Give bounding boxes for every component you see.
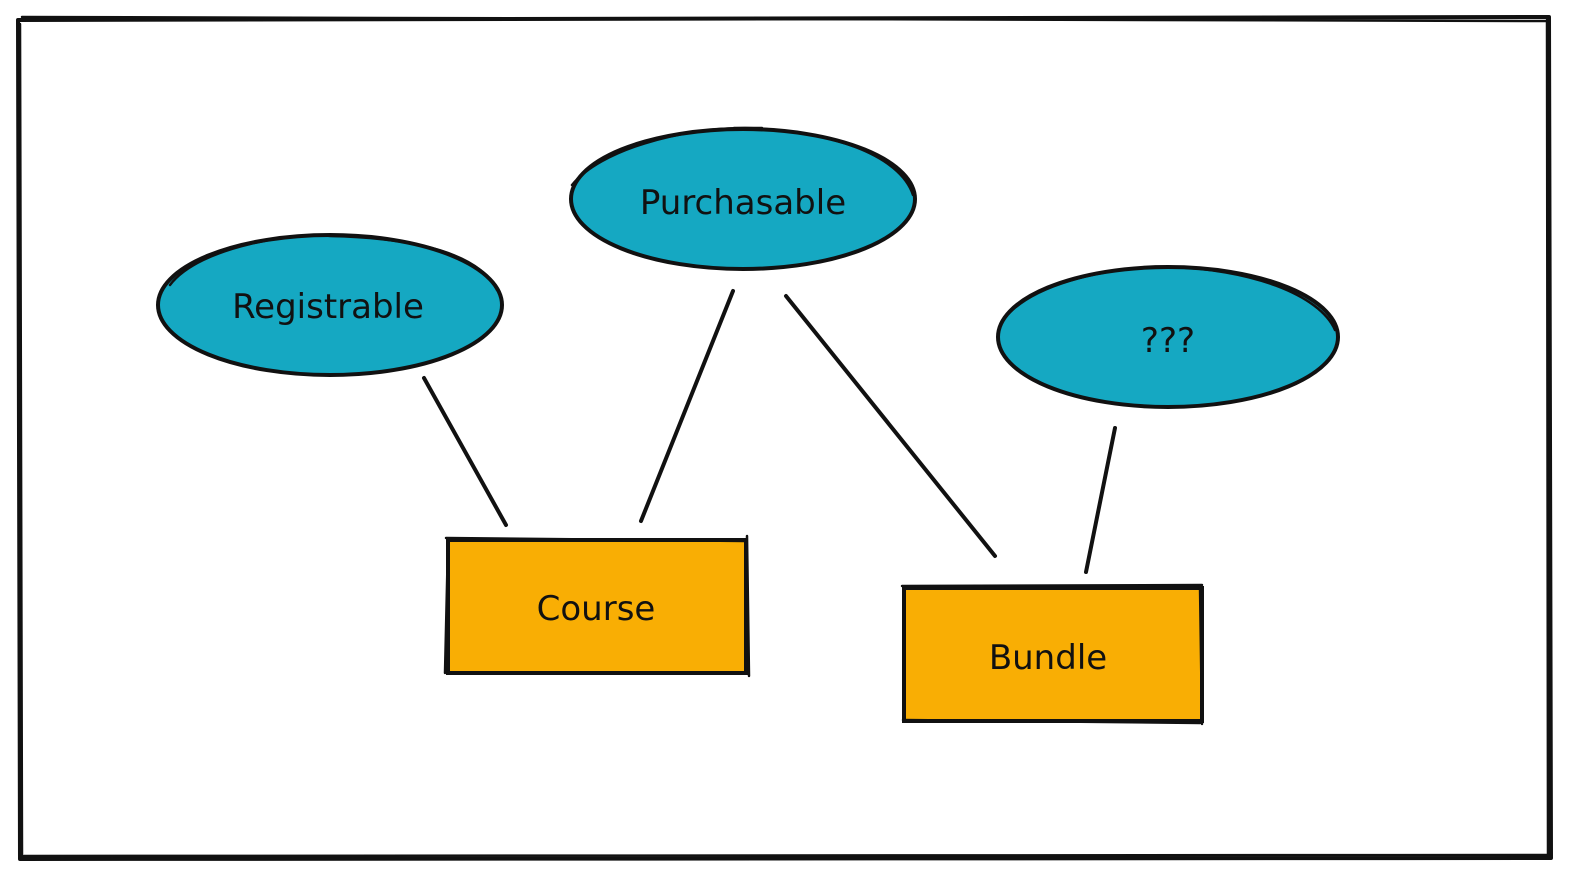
edge-registrable-course bbox=[422, 376, 508, 527]
node-purchasable: Purchasable bbox=[569, 126, 917, 271]
connectors bbox=[422, 289, 1117, 574]
node-registrable: Registrable bbox=[156, 233, 504, 377]
edge-purchasable-course bbox=[639, 289, 735, 523]
node-bundle: Bundle bbox=[900, 583, 1204, 726]
bundle-rect bbox=[902, 586, 1204, 723]
unknown-label: ??? bbox=[1141, 321, 1195, 361]
bundle-label: Bundle bbox=[989, 638, 1107, 678]
node-course: Course bbox=[443, 534, 751, 678]
purchasable-label: Purchasable bbox=[640, 183, 846, 223]
diagram-frame bbox=[16, 15, 1553, 861]
registrable-label: Registrable bbox=[232, 287, 424, 327]
course-label: Course bbox=[537, 589, 656, 629]
node-unknown: ??? bbox=[996, 265, 1340, 409]
edge-unknown-bundle bbox=[1084, 426, 1117, 574]
edge-purchasable-bundle bbox=[784, 294, 997, 558]
